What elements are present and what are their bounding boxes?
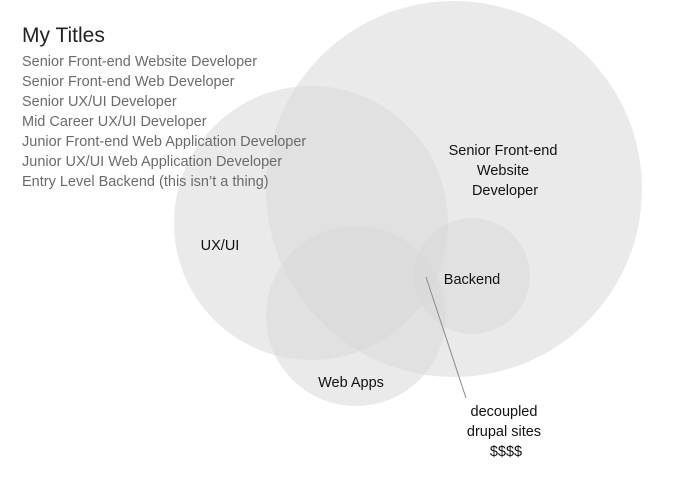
venn-circles (174, 1, 642, 406)
title-item: Senior UX/UI Developer (22, 94, 177, 110)
title-item: Entry Level Backend (this isn’t a thing) (22, 174, 269, 190)
title-item: Senior Front-end Website Developer (22, 54, 258, 70)
annotation-decoupled-drupal: decoupled drupal sites $$$$ (467, 404, 545, 460)
my-titles-panel: My Titles Senior Front-end Website Devel… (22, 22, 306, 192)
title-item: Senior Front-end Web Developer (22, 74, 235, 90)
label-backend: Backend (444, 272, 500, 288)
circle-backend (414, 218, 530, 334)
venn-labels: Senior Front-end Website Developer UX/UI… (201, 143, 562, 460)
titles-list: Senior Front-end Website Developer Senio… (22, 52, 306, 192)
annotation-line-2: drupal sites (467, 424, 541, 440)
label-uxui: UX/UI (201, 238, 240, 254)
label-senior-frontend-line-2: Website (477, 163, 529, 179)
title-item: Mid Career UX/UI Developer (22, 114, 207, 130)
annotation-pointer-line (425, 276, 467, 399)
label-senior-frontend: Senior Front-end Website Developer (449, 143, 562, 199)
annotation-line-1: decoupled (471, 404, 538, 420)
circle-web-apps (266, 226, 446, 406)
label-senior-frontend-line-3: Developer (472, 183, 538, 199)
title-item: Junior Front-end Web Application Develop… (22, 134, 307, 150)
label-web-apps: Web Apps (318, 375, 384, 391)
annotation-line-3: $$$$ (490, 444, 522, 460)
title-item: Junior UX/UI Web Application Developer (22, 154, 283, 170)
label-senior-frontend-line-1: Senior Front-end (449, 143, 558, 159)
titles-heading: My Titles (22, 24, 105, 47)
